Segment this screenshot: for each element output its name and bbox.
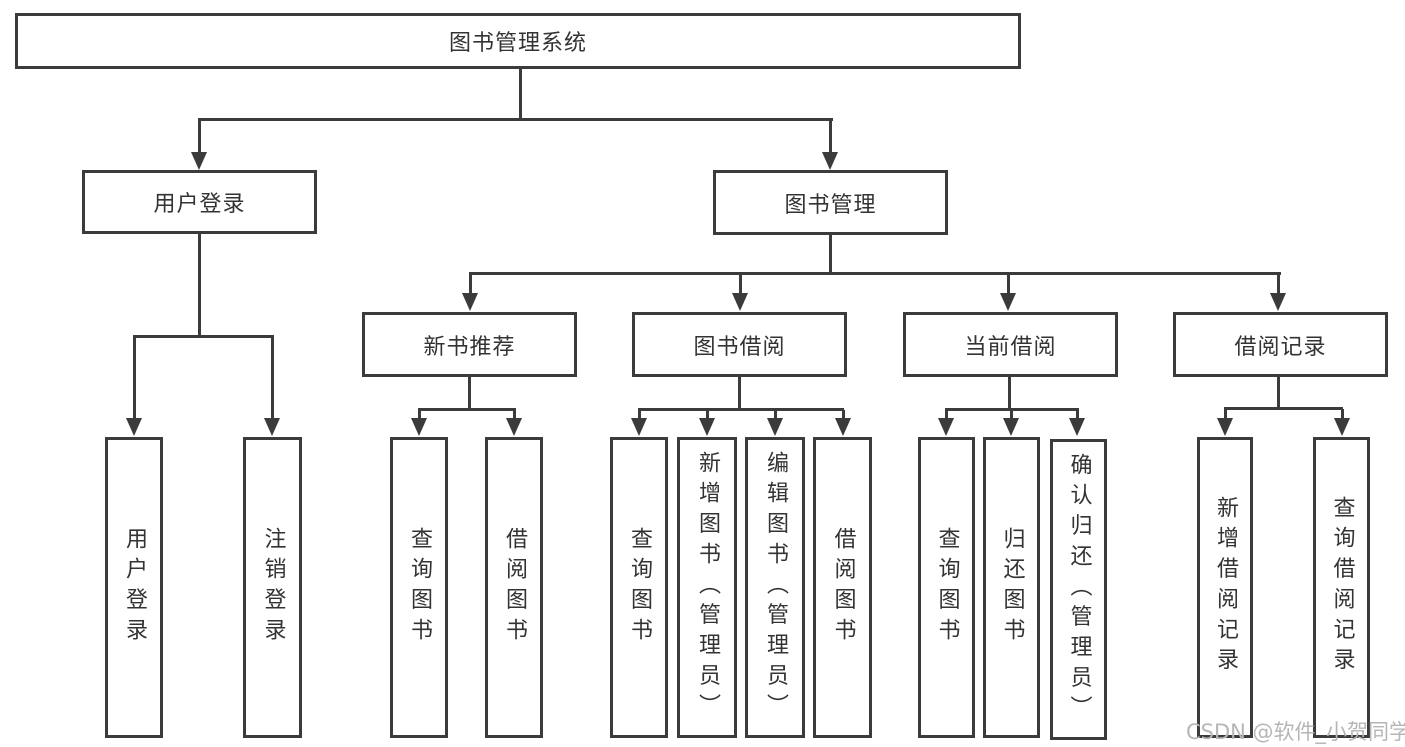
node-leaf-add-books-admin: 新增图书（管理员） [677,437,737,738]
connector-arrow-shaft [1076,410,1079,420]
node-label: 新增图书（管理员） [695,450,720,725]
connector-arrow-shaft [1007,274,1010,294]
arrowhead-icon [822,152,838,170]
node-label: 借阅图书 [830,526,856,649]
arrowhead-icon [191,152,207,170]
node-leaf-confirm-return-admin: 确认归还（管理员） [1050,439,1107,740]
connector-root-stem [519,67,522,120]
arrowhead-icon [1069,418,1085,436]
connector-user-login-bar [133,335,274,338]
node-leaf-borrow-books-recommend: 借阅图书 [485,437,543,738]
node-leaf-add-borrow-record: 新增借阅记录 [1197,437,1253,738]
node-leaf-query-books-borrowing: 查询图书 [610,437,668,738]
node-label: 查询借阅记录 [1329,496,1355,679]
node-label: 用户登录 [122,526,147,649]
connector-arrow-shaft [1341,409,1344,420]
connector-arrow-shaft [271,337,274,418]
node-label: 借阅记录 [1234,334,1327,360]
connector-arrow-shaft [945,410,948,420]
connector-user-login-stem [198,233,201,336]
arrowhead-icon [699,418,715,436]
connector-group-bar [418,408,516,411]
arrowhead-icon [1003,418,1019,436]
node-leaf-edit-books-admin: 编辑图书（管理员） [745,437,805,738]
connector-arrow-shaft [1010,410,1013,420]
arrowhead-icon [1334,418,1350,436]
connector-arrow-shaft [469,274,472,294]
node-leaf-logout: 注销登录 [243,437,302,738]
connector-group-bar [1224,407,1343,410]
connector-level3-bar [469,272,1281,275]
connector-arrow-shaft [1277,274,1280,294]
arrowhead-icon [732,293,748,311]
connector-arrow-shaft [133,337,136,418]
node-label: 注销登录 [260,526,286,649]
node-label: 查询图书 [407,526,432,649]
node-label: 新增借阅记录 [1213,496,1238,679]
connector-level2-bar [198,118,833,121]
node-leaf-query-borrow-record: 查询借阅记录 [1313,437,1370,738]
node-new-book-recommend: 新书推荐 [362,312,577,377]
arrowhead-icon [411,418,427,436]
connector-arrow-shaft [706,410,709,420]
node-book-borrowing: 图书借阅 [632,312,847,377]
arrowhead-icon [767,418,783,436]
node-label: 图书管理系统 [448,31,587,56]
node-label: 查询图书 [934,526,960,649]
connector-arrow-shaft [829,120,832,154]
node-leaf-query-books-current: 查询图书 [918,437,975,738]
node-borrowing-records: 借阅记录 [1173,312,1388,377]
node-leaf-user-login: 用户登录 [105,437,163,738]
arrowhead-icon [1270,293,1286,311]
node-leaf-query-books-recommend: 查询图书 [390,437,448,738]
csdn-watermark: CSDN @软件_小贺同学 [1186,720,1405,744]
node-label: 新书推荐 [423,334,516,360]
node-label: 图书管理 [784,192,877,218]
connector-arrow-shaft [842,410,845,420]
connector-arrow-shaft [739,274,742,294]
connector-group-bar [945,408,1079,411]
node-label: 用户登录 [153,192,246,217]
node-current-borrowing: 当前借阅 [903,312,1118,377]
connector-book-mgmt-stem [829,234,832,273]
connector-group-stem [1008,377,1011,409]
connector-arrow-shaft [1224,409,1227,420]
node-label: 归还图书 [999,526,1025,649]
connector-arrow-shaft [513,410,516,420]
arrowhead-icon [264,418,280,436]
arrowhead-icon [1217,418,1233,436]
arrowhead-icon [938,418,954,436]
connector-group-bar [638,408,844,411]
arrowhead-icon [835,418,851,436]
node-label: 编辑图书（管理员） [763,450,788,725]
connector-arrow-shaft [418,410,421,420]
node-label: 借阅图书 [502,526,527,649]
node-label: 查询图书 [627,526,652,649]
connector-group-stem [1277,377,1280,408]
node-root-system: 图书管理系统 [15,13,1021,69]
node-label: 确认归还（管理员） [1066,452,1092,727]
arrowhead-icon [631,418,647,436]
node-label: 图书借阅 [693,334,786,360]
connector-arrow-shaft [198,120,201,154]
arrowhead-icon [1000,293,1016,311]
connector-group-stem [468,377,471,409]
node-leaf-borrow-books: 借阅图书 [813,437,872,738]
arrowhead-icon [126,418,142,436]
connector-group-stem [738,377,741,409]
node-leaf-return-books: 归还图书 [983,437,1040,738]
connector-arrow-shaft [774,410,777,420]
node-user-login-module: 用户登录 [82,170,317,234]
node-label: 当前借阅 [964,334,1057,360]
node-book-management-module: 图书管理 [713,170,948,235]
connector-arrow-shaft [638,410,641,420]
arrowhead-icon [462,293,478,311]
arrowhead-icon [506,418,522,436]
